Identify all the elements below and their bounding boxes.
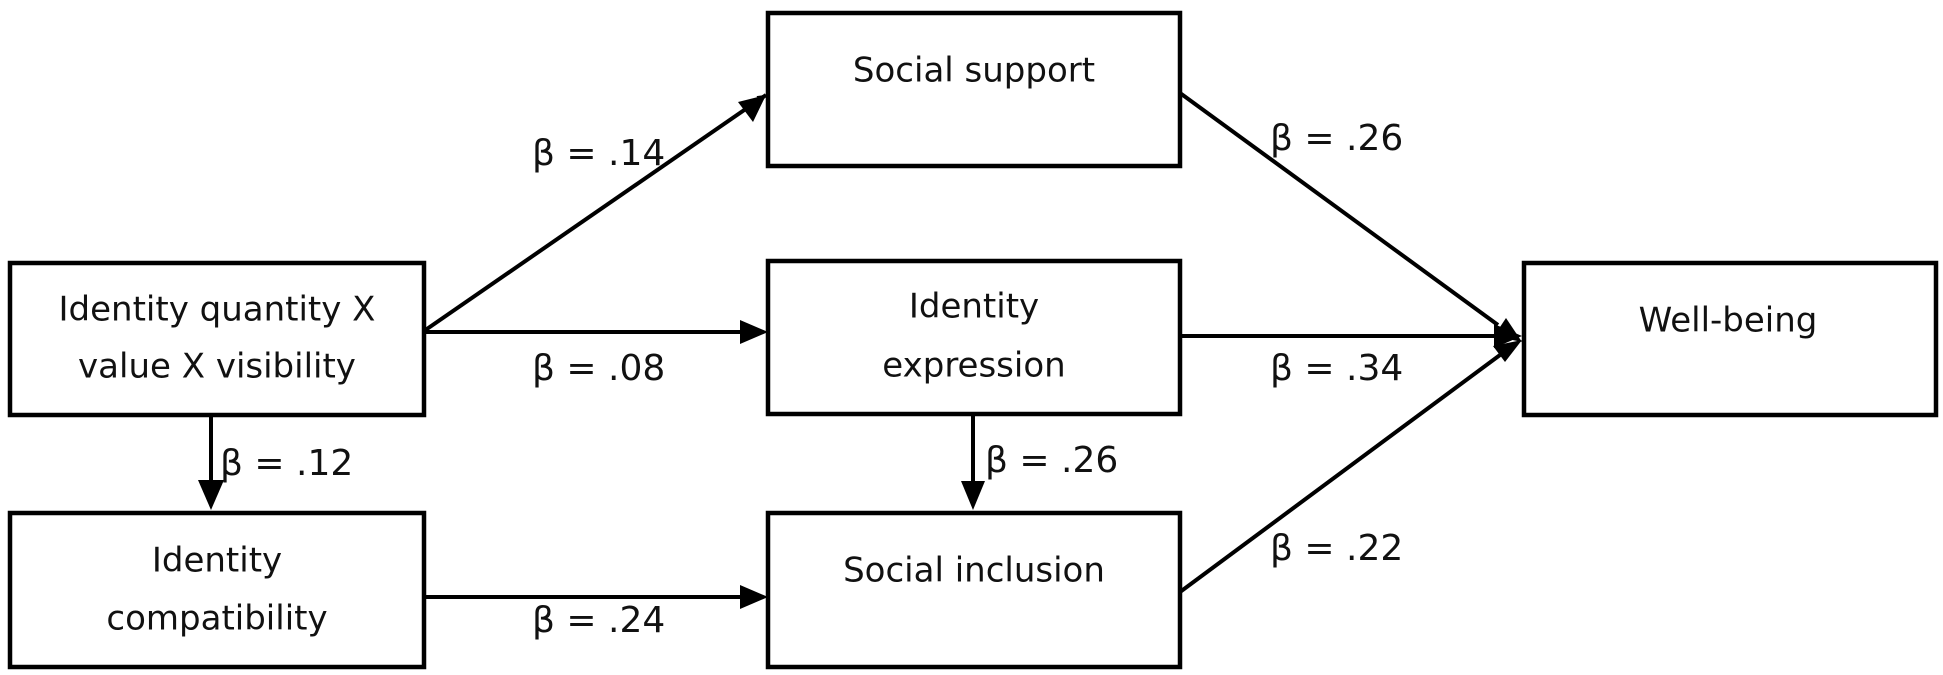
arrowhead-icon — [740, 320, 768, 344]
edge-label-qvv-to-identity-compatibility: β = .12 — [220, 443, 353, 484]
edge-label-social-support-to-well-being: β = .26 — [1270, 118, 1403, 159]
edges — [198, 91, 1522, 609]
node-box — [7, 510, 427, 670]
node-label-line-1: Identity quantity X — [59, 290, 376, 330]
node-label-line-1: Social support — [853, 51, 1095, 91]
arrowhead-icon — [1494, 324, 1522, 348]
node-label-line-1: Identity — [152, 541, 282, 581]
edge-label-identity-compatibility-to-social-inclusion: β = .24 — [532, 600, 665, 641]
node-box — [1521, 260, 1939, 418]
node-social-support: Social support — [765, 10, 1183, 169]
edge-label-identity-expression-to-well-being: β = .34 — [1270, 348, 1403, 389]
node-label-line-1: Social inclusion — [843, 551, 1105, 591]
arrowhead-icon — [738, 95, 766, 122]
edge-labels: β = .14 β = .08 β = .12 β = .24 β = .26 … — [220, 118, 1403, 641]
node-label-line-2: value X visibility — [78, 347, 356, 387]
edge-social-inclusion-to-well-being — [1178, 353, 1502, 594]
arrowhead-icon — [1493, 340, 1522, 362]
edge-label-qvv-to-identity-expression: β = .08 — [532, 348, 665, 389]
arrowhead-icon — [961, 481, 985, 510]
node-label-line-1: Identity — [909, 287, 1039, 327]
node-social-inclusion: Social inclusion — [765, 510, 1183, 670]
arrowhead-icon — [740, 585, 768, 609]
node-box — [765, 510, 1183, 670]
node-box — [7, 260, 427, 418]
node-label-line-2: expression — [882, 346, 1065, 386]
edge-label-identity-expression-to-social-inclusion: β = .26 — [985, 440, 1118, 481]
node-well-being: Well-being — [1521, 260, 1939, 418]
node-identity-expression: Identity expression — [765, 258, 1183, 417]
arrowhead-icon — [198, 480, 224, 510]
node-box — [765, 258, 1183, 417]
edge-social-support-to-well-being — [1178, 91, 1500, 327]
node-label-line-1: Well-being — [1639, 301, 1818, 341]
node-box — [765, 10, 1183, 169]
node-identity-quantity-value-visibility: Identity quantity X value X visibility — [7, 260, 427, 418]
node-label-line-2: compatibility — [106, 599, 327, 639]
edge-label-qvv-to-social-support: β = .14 — [532, 133, 665, 174]
edge-label-social-inclusion-to-well-being: β = .22 — [1270, 528, 1403, 569]
node-identity-compatibility: Identity compatibility — [7, 510, 427, 670]
edge-qvv-to-social-support — [422, 93, 768, 333]
